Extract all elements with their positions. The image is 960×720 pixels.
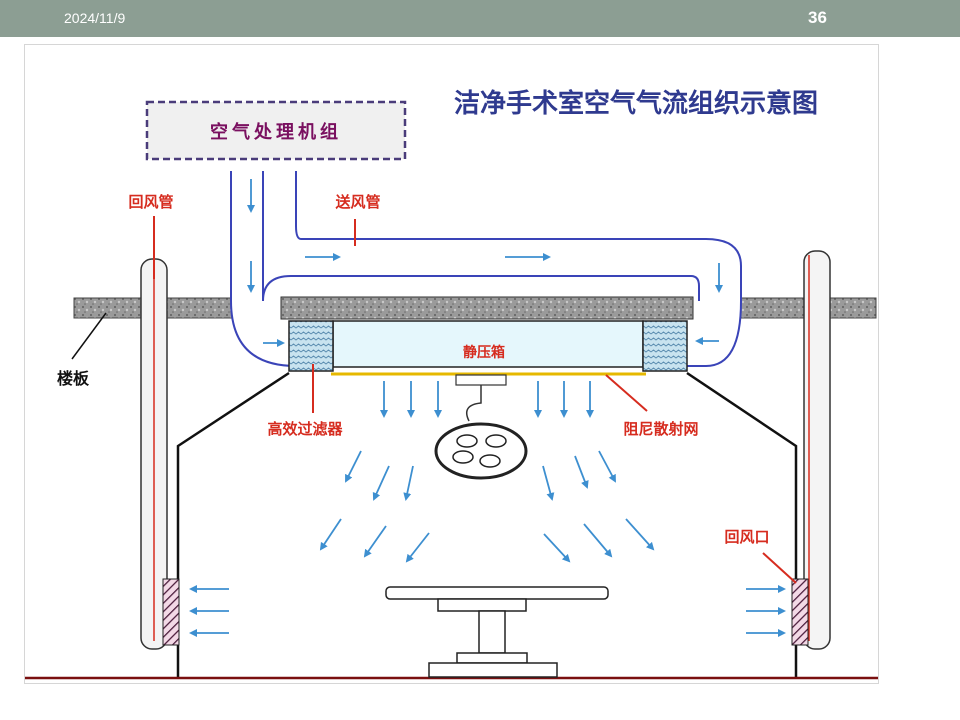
supply-duct bbox=[230, 171, 742, 367]
supply-duct-label: 送风管 bbox=[334, 193, 380, 211]
slide-page-number: 36 bbox=[808, 8, 827, 27]
floor-slab-label: 楼板 bbox=[57, 369, 90, 388]
air-handling-unit: 空气处理机组 bbox=[145, 100, 407, 161]
slide-date: 2024/11/9 bbox=[64, 10, 126, 26]
hepa-filter-right bbox=[642, 320, 688, 372]
hepa-filter-label: 高效过滤器 bbox=[267, 420, 343, 438]
diffuser-label: 阻尼散射网 bbox=[623, 420, 698, 438]
slide-header-bar: 2024/11/9 36 bbox=[0, 0, 960, 37]
return-duct-right bbox=[791, 250, 831, 650]
diagram-frame: 空气处理机组 洁净手术室空气气流组织示意图 回风管 送风管 楼板 静压箱 高效过… bbox=[24, 44, 879, 684]
operating-table bbox=[385, 586, 609, 678]
surgical-lamp bbox=[434, 374, 528, 480]
plenum-label: 静压箱 bbox=[463, 344, 505, 361]
return-duct-left bbox=[140, 258, 180, 650]
airflow-arrows bbox=[189, 179, 786, 637]
return-outlet-label: 回风口 bbox=[724, 528, 769, 546]
return-duct-label: 回风管 bbox=[128, 193, 173, 211]
floor-slab-leader bbox=[71, 312, 107, 360]
label-leaders bbox=[153, 216, 797, 584]
airflow-diagram: 空气处理机组 洁净手术室空气气流组织示意图 回风管 送风管 楼板 静压箱 高效过… bbox=[25, 88, 878, 680]
hepa-filter-left bbox=[288, 320, 334, 372]
diagram-title: 洁净手术室空气气流组织示意图 bbox=[454, 88, 818, 119]
ahu-label: 空气处理机组 bbox=[210, 121, 342, 143]
